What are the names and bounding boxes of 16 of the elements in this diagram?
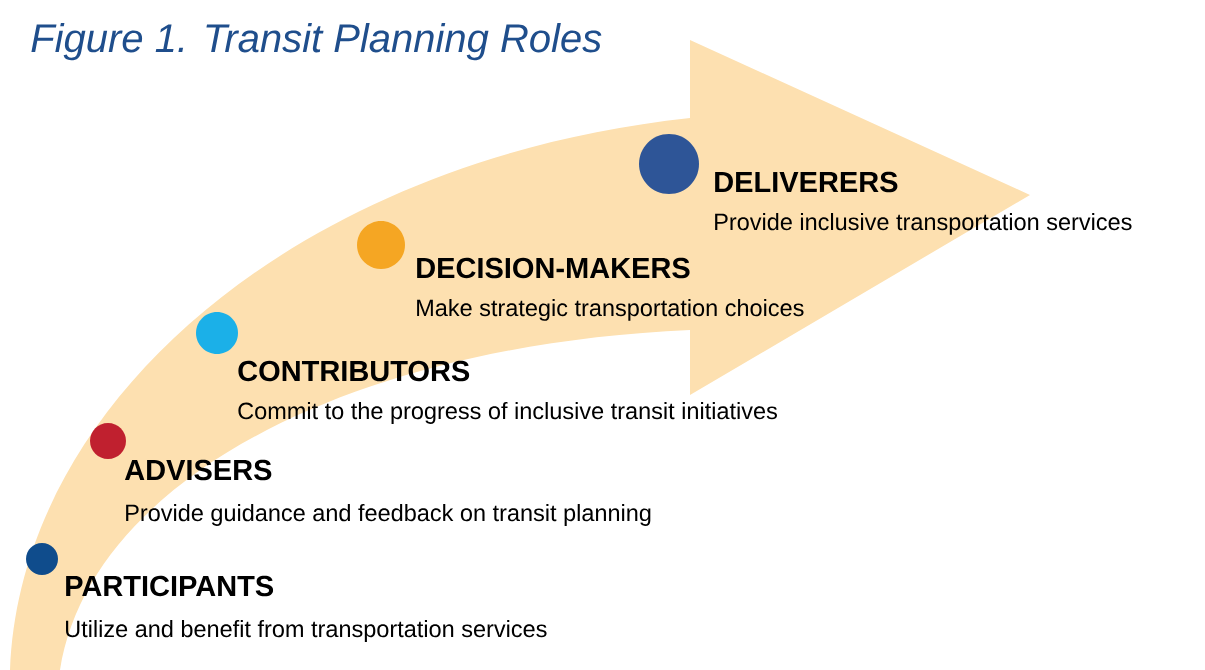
role-heading: PARTICIPANTS [66, 575, 274, 597]
role-description: Make strategic transportation choices [417, 299, 804, 321]
circle-marker [357, 221, 405, 269]
circle-marker [90, 423, 126, 459]
role-description: Utilize and benefit from transportation services [66, 620, 547, 642]
role-description: Provide inclusive transportation services [715, 213, 1132, 235]
circle-marker [196, 312, 238, 354]
role-description: Commit to the progress of inclusive transit initiatives [238, 402, 777, 424]
circle-marker [639, 134, 699, 194]
role-description: Provide guidance and feedback on transit planning [126, 504, 651, 526]
role-heading: DECISION-MAKERS [417, 257, 690, 279]
circle-marker [26, 543, 58, 575]
role-heading: ADVISERS [124, 459, 272, 481]
role-heading: CONTRIBUTORS [238, 360, 470, 382]
role-heading: DELIVERERS [715, 171, 898, 193]
figure-title: Figure 1. Transit Planning Roles [31, 23, 602, 61]
